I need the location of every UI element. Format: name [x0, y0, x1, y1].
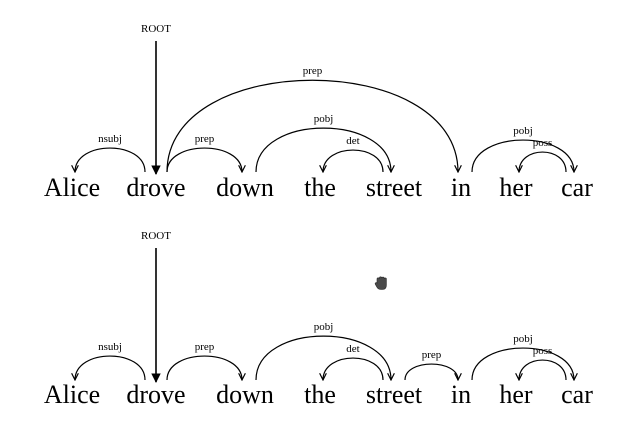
- arc-label-prep: prep: [195, 341, 215, 353]
- arc-label-prep: prep: [195, 133, 215, 145]
- arc-label-pobj: pobj: [513, 125, 533, 137]
- arc-label-det: det: [346, 343, 359, 355]
- root-label: ROOT: [141, 23, 171, 35]
- arc-prep: [166, 79, 458, 172]
- arc-pobj: [255, 335, 391, 380]
- word-down: down: [216, 380, 274, 409]
- word-drove: drove: [126, 173, 185, 202]
- word-car: car: [561, 173, 593, 202]
- arc-label-pobj: pobj: [513, 333, 533, 345]
- arc-pobj: [471, 347, 574, 380]
- arc-det: [323, 357, 384, 380]
- arc-label-det: det: [346, 135, 359, 147]
- arc-poss: [519, 359, 567, 380]
- word-in: in: [451, 380, 471, 409]
- word-her: her: [499, 173, 533, 202]
- arc-label-poss: poss: [533, 137, 553, 149]
- word-car: car: [561, 380, 593, 409]
- arc-prep: [166, 147, 242, 172]
- root-label: ROOT: [141, 230, 171, 242]
- arc-pobj: [471, 139, 574, 172]
- word-the: the: [304, 380, 336, 409]
- arc-nsubj: [75, 147, 146, 172]
- arc-label-nsubj: nsubj: [98, 133, 122, 145]
- word-alice: Alice: [44, 380, 100, 409]
- arc-label-prep: prep: [422, 349, 442, 361]
- word-drove: drove: [126, 380, 185, 409]
- word-in: in: [451, 173, 471, 202]
- arc-label-nsubj: nsubj: [98, 341, 122, 353]
- arc-pobj: [255, 127, 391, 172]
- word-alice: Alice: [44, 173, 100, 202]
- word-street: street: [366, 173, 423, 202]
- arc-label-pobj: pobj: [314, 321, 334, 333]
- grab-hand-icon: [374, 276, 387, 290]
- arc-nsubj: [75, 355, 146, 380]
- arc-label-prep: prep: [303, 65, 323, 77]
- arc-det: [323, 149, 384, 172]
- word-her: her: [499, 380, 533, 409]
- arc-label-poss: poss: [533, 345, 553, 357]
- arc-prep: [404, 363, 458, 380]
- word-down: down: [216, 173, 274, 202]
- arc-prep: [166, 355, 242, 380]
- word-street: street: [366, 380, 423, 409]
- arc-label-pobj: pobj: [314, 113, 334, 125]
- arc-poss: [519, 151, 567, 172]
- word-the: the: [304, 173, 336, 202]
